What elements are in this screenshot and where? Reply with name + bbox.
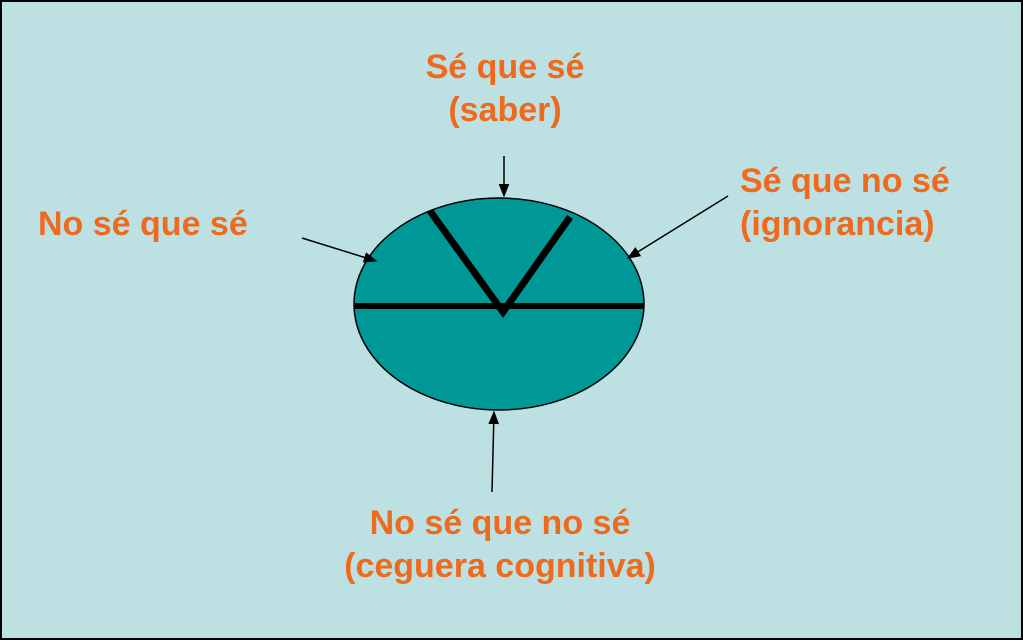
- label-se-que-no-se: Sé que no sé (ignorancia): [740, 160, 950, 246]
- label-se-que-no-se-line2: (ignorancia): [740, 205, 935, 243]
- label-se-que-no-se-line1: Sé que no sé: [740, 162, 950, 200]
- label-se-que-se: Sé que sé (saber): [355, 46, 655, 132]
- label-no-se-que-se-line1: No sé que sé: [38, 205, 248, 243]
- label-se-que-se-line2: (saber): [448, 91, 562, 129]
- label-no-se-que-se: No sé que sé: [38, 203, 248, 246]
- arrow-left: [301, 237, 378, 263]
- label-no-se-que-no-se: No sé que no sé (ceguera cognitiva): [300, 502, 700, 588]
- label-no-se-que-no-se-line2: (ceguera cognitiva): [344, 547, 656, 585]
- v-divider-line: [427, 208, 573, 319]
- label-no-se-que-no-se-line1: No sé que no sé: [369, 504, 631, 542]
- arrow-right: [626, 195, 729, 259]
- label-se-que-se-line1: Sé que sé: [425, 48, 585, 86]
- arrow-bottom: [488, 410, 500, 493]
